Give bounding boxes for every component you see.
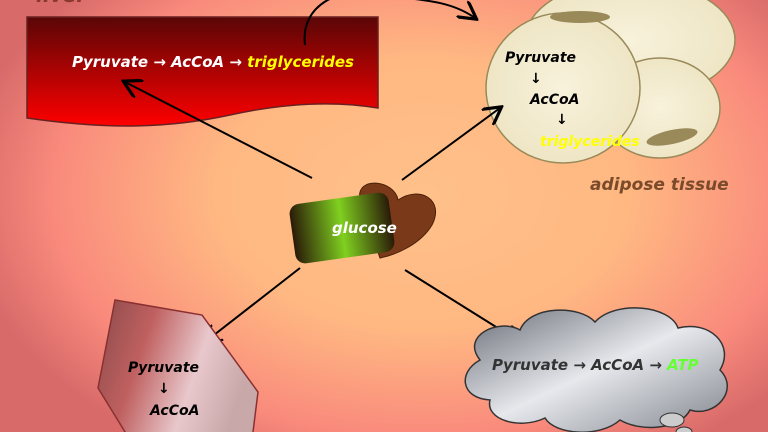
cloud-pathway: Pyruvate → AcCoA → ATP <box>492 356 699 374</box>
liver-to-adipose-arrow <box>303 0 475 46</box>
adipose-tissue <box>485 0 736 164</box>
adipose-accoa: AcCoA <box>529 92 579 108</box>
liver-pathway: Pyruvate → AcCoA → triglycerides <box>72 53 354 71</box>
adipose-product: triglycerides <box>540 134 640 150</box>
muscle-pyruvate: Pyruvate <box>128 360 199 376</box>
cloud-shape <box>464 307 728 432</box>
arrow-to-adipose <box>401 108 500 181</box>
liver-label: liver <box>36 0 87 7</box>
arrow-to-liver <box>125 82 313 179</box>
adipose-arrow-1: ↓ <box>530 71 542 87</box>
muscle-arrow: ↓ <box>158 381 170 397</box>
glucose-icon <box>289 182 437 264</box>
liver-shape <box>26 16 379 127</box>
adipose-arrow-2: ↓ <box>556 112 568 128</box>
adipose-pyruvate: Pyruvate <box>505 50 576 66</box>
arrow-to-muscle <box>205 267 301 342</box>
glucose-label: glucose <box>332 219 397 237</box>
muscle-shape <box>97 299 259 432</box>
adipose-label: adipose tissue <box>590 175 729 195</box>
muscle-accoa: AcCoA <box>149 403 199 419</box>
